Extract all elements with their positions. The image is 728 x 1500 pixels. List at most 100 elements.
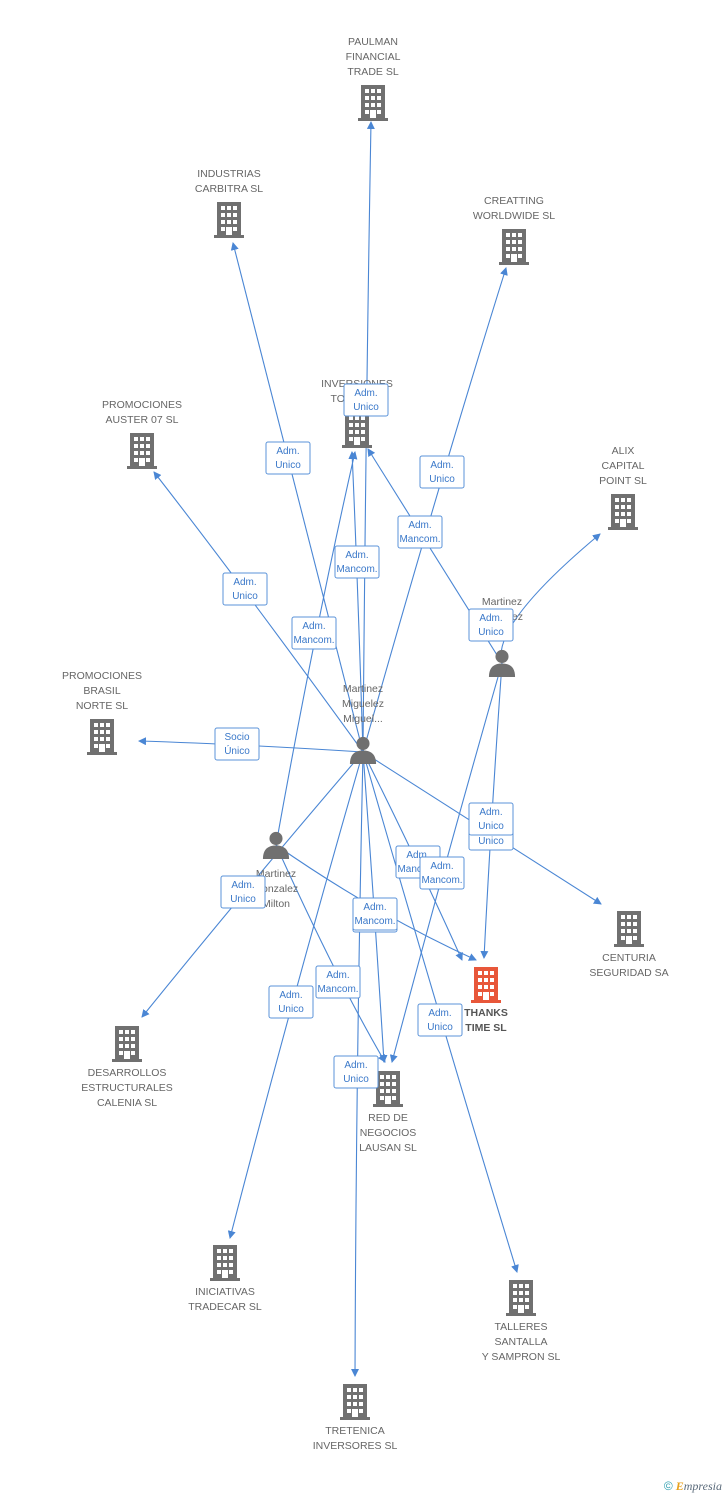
edge-label-p_left-thanks[interactable]: Adm. Mancom. [352,897,398,931]
edge-label-line: Adm. [428,1008,451,1019]
edge-label-line: Adm. [430,460,453,471]
node-label-line: Milton [262,898,290,910]
edge-label-p_main-iniciativas[interactable]: Adm.Unico [268,985,314,1019]
node-label-line: PROMOCIONES [102,399,182,411]
edge-label-line: Adm. [326,970,349,981]
edge-label-p_main-desarrollos[interactable]: Adm.Unico [220,875,266,909]
node-label-line: BRASIL [83,685,121,697]
edge-label-line: Mancom. [354,916,395,927]
node-label-line: CARBITRA SL [195,183,263,195]
edge-label-box [214,727,260,761]
edge-label-p_right-thanks[interactable]: Adm.Unico [468,802,514,836]
edge-label-line: Unico [429,474,455,485]
edge-label-p_right-inversiones[interactable]: Adm. Mancom. [397,515,443,549]
edge-label-p_left-inversiones[interactable]: Adm.Mancom. [291,616,337,650]
edge-label-p_right-alix[interactable]: Adm.Unico [468,608,514,642]
edge-label-p_right-red[interactable]: Adm.Mancom. [419,856,465,890]
edge-label-p_main-talleres[interactable]: Adm.Unico [417,1003,463,1037]
edge-label-line: Unico [478,836,504,847]
node-label-line: ESTRUCTURALES [81,1082,173,1094]
edge-label-p_main-tretenica[interactable]: Adm. Unico [333,1055,379,1089]
edge-label-line: Adm. [363,902,386,913]
edge-label-line: Adm. [233,577,256,588]
edge-label-line: Adm. [279,990,302,1001]
edge-label-line: Unico [478,821,504,832]
edge-label-line: Mancom. [317,984,358,995]
edge-label-line: Mancom. [293,635,334,646]
edge-label-p_main-paulman[interactable]: Adm.Unico [343,383,389,417]
edge-label-line: Socio [224,732,249,743]
node-label-line: TRETENICA [325,1425,385,1437]
node-label-line: Martinez [256,868,296,880]
edge-label-box [333,1055,379,1089]
person-icon [262,831,290,859]
node-label-line: NEGOCIOS [360,1127,417,1139]
building-icon [340,1384,370,1420]
node-label-line: AUSTER 07 SL [106,414,179,426]
node-centuria[interactable]: CENTURIA SEGURIDAD SA [589,911,669,979]
edge-label-line: Mancom. [421,875,462,886]
edge-label-p_left-red[interactable]: Adm. Mancom. [315,965,361,999]
edge-label-line: Mancom. [399,534,440,545]
edge-label-line: Adm. [408,520,431,531]
node-label-line: TRADECAR SL [188,1301,262,1313]
edge-label-line: Unico [478,627,504,638]
edge-label-box [468,802,514,836]
node-label-line: INVERSORES SL [313,1440,398,1452]
edge-label-line: Adm. [344,1060,367,1071]
copyright-symbol: © [663,1479,673,1493]
edge-label-box [268,985,314,1019]
edge-label-box [334,545,380,579]
edge-label-p_main-creatting[interactable]: Adm. Unico [419,455,465,489]
node-promauster[interactable]: PROMOCIONES AUSTER 07 SL [102,399,182,469]
brand-initial: E [675,1479,684,1493]
node-label-line: SANTALLA [495,1336,548,1348]
brand-name: mpresia [683,1479,722,1493]
building-icon [112,1026,142,1062]
edge-p_main-creatting [362,267,508,753]
edge-label-box [291,616,337,650]
node-label-line: INDUSTRIAS [197,168,261,180]
edge-label-p_main-promauster[interactable]: Adm.Unico [222,572,268,606]
edge-label-line: Adm. [276,446,299,457]
node-p_main[interactable]: MartinezMiguelezMiguel... [342,683,384,764]
edge-label-line: Unico [343,1074,369,1085]
building-icon [358,85,388,121]
node-tretenica[interactable]: TRETENICA INVERSORES SL [313,1384,398,1452]
node-label-line: TRADE SL [347,66,399,78]
node-label-line: THANKS [464,1007,508,1019]
node-label-line: TALLERES [495,1321,548,1333]
node-label-line: Miguelez [342,698,384,710]
node-label-line: CENTURIA [602,952,656,964]
edge-label-p_main-inversiones[interactable]: Adm.Mancom. [334,545,380,579]
node-label-line: Martinez [482,596,522,608]
edge-label-box [315,965,361,999]
edge-label-box [468,608,514,642]
building-icon [608,494,638,530]
building-icon [214,202,244,238]
edge-label-p_main-industrias[interactable]: Adm.Unico [265,441,311,475]
edge-label-box [220,875,266,909]
node-industrias[interactable]: INDUSTRIAS CARBITRA SL [195,168,263,238]
node-label-line: POINT SL [599,475,647,487]
node-label-line: SEGURIDAD SA [589,967,668,979]
edge-label-line: Adm. [345,550,368,561]
building-icon [506,1280,536,1316]
edge-label-box [222,572,268,606]
node-label-line: ALIX [612,445,635,457]
edge-label-line: Unico [353,402,379,413]
node-label-line: Miguel... [343,713,383,725]
node-label-line: NORTE SL [76,700,128,712]
